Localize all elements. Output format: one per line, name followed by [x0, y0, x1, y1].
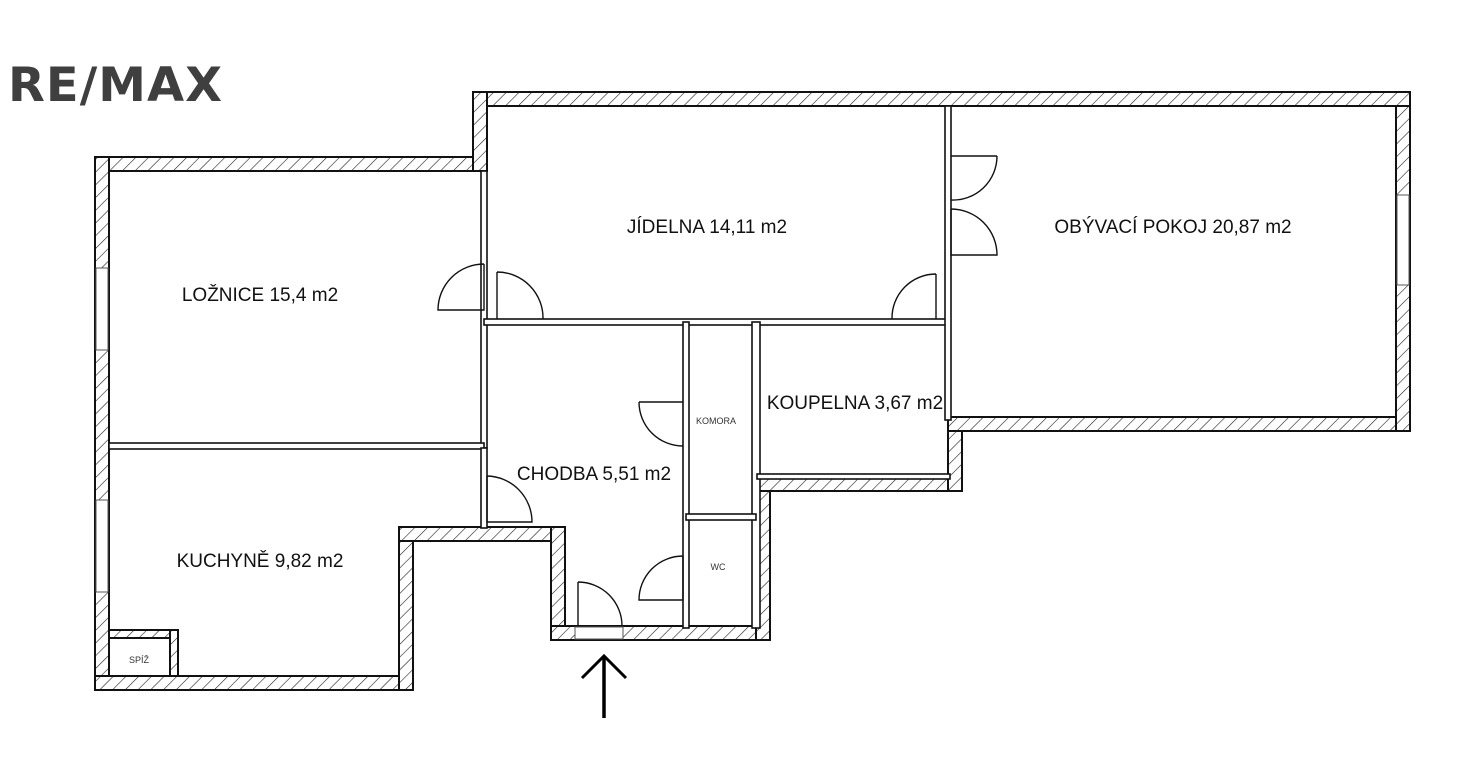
interior-walls	[108, 105, 952, 629]
room-label-spiz: SPÍŽ	[129, 655, 150, 665]
room-label-jidelna: JÍDELNA 14,11 m2	[627, 217, 787, 238]
room-label-kuchyne: KUCHYNĚ 9,82 m2	[177, 550, 344, 572]
room-label-chodba: CHODBA 5,51 m2	[517, 464, 671, 485]
room-label-komora: KOMORA	[696, 416, 736, 426]
remax-logo: RE/MAX	[8, 58, 224, 113]
room-label-obyvaci-pokoj: OBÝVACÍ POKOJ 20,87 m2	[1054, 217, 1291, 238]
entrance-arrow-icon	[580, 653, 628, 718]
door-swings	[437, 155, 998, 627]
room-label-loznice: LOŽNICE 15,4 m2	[182, 284, 338, 306]
room-label-wc: WC	[711, 562, 726, 572]
room-label-koupelna: KOUPELNA 3,67 m2	[767, 393, 943, 414]
windows	[95, 194, 1410, 640]
